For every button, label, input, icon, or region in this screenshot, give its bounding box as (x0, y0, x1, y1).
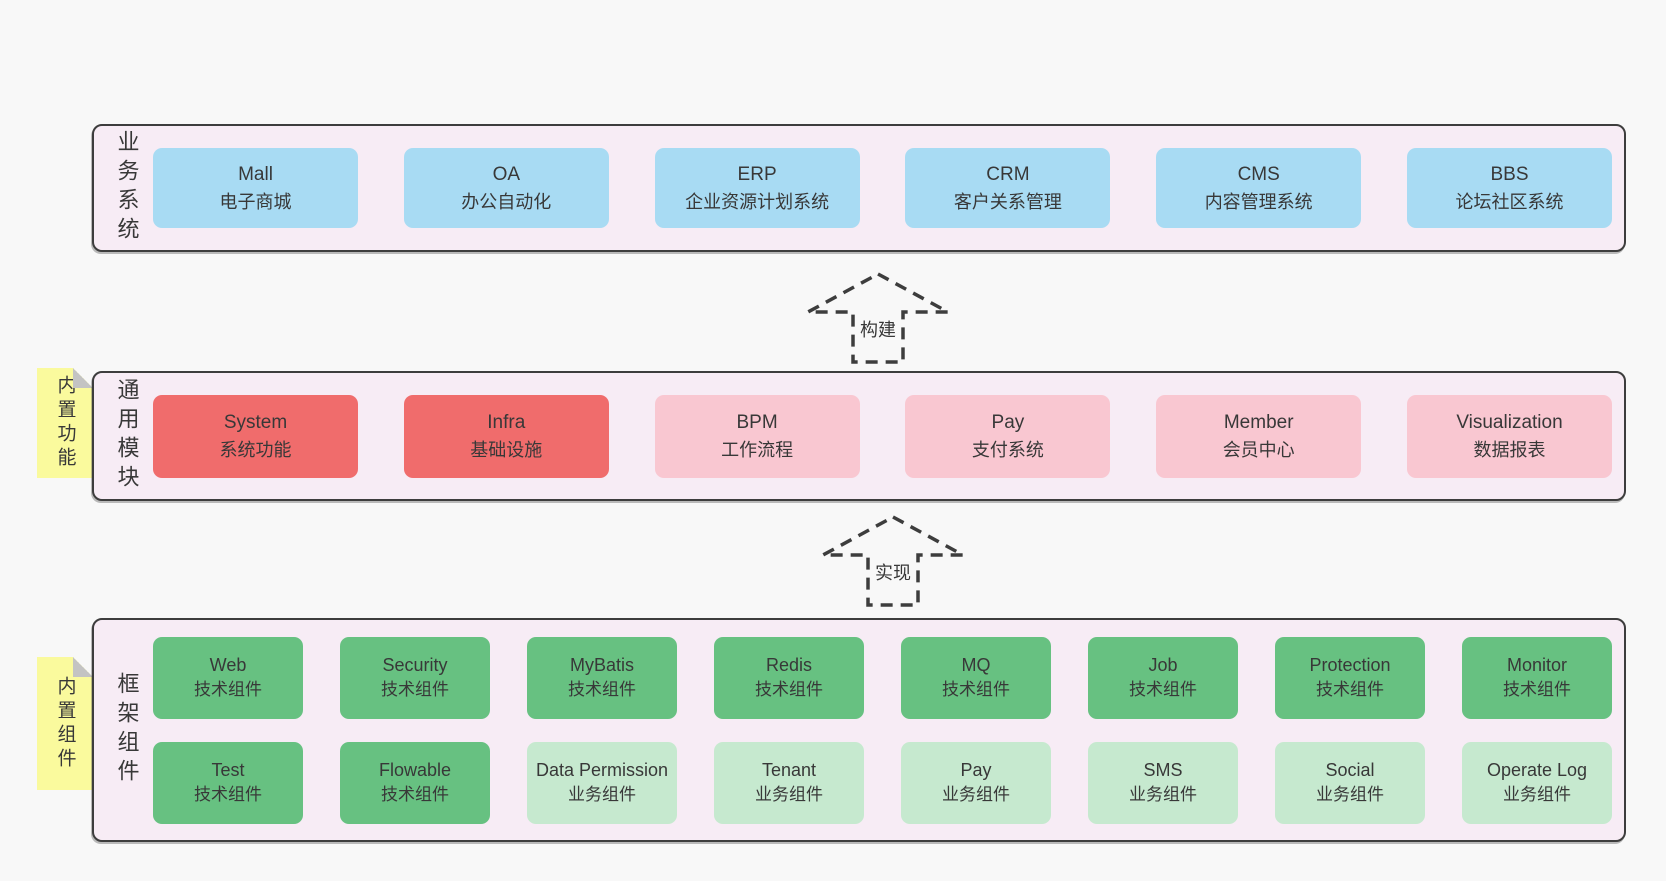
box-operate-log: Operate Log 业务组件 (1462, 741, 1612, 824)
panel-business-label: 业务系统 (114, 130, 140, 246)
box-web: Web 技术组件 (153, 636, 303, 719)
box-member: Member 会员中心 (1156, 394, 1362, 478)
box-oa: OA 办公自动化 (403, 148, 609, 228)
box-cms: CMS 内容管理系统 (1156, 148, 1362, 228)
sticky-functions-label: 内置功能 (54, 375, 76, 471)
panel-modules-label: 通用模块 (114, 378, 140, 494)
box-sms: SMS 业务组件 (1088, 741, 1238, 824)
box-infra: Infra 基础设施 (403, 394, 609, 478)
panel-components-label: 框架组件 (114, 672, 140, 788)
module-boxes: System 系统功能 Infra 基础设施 BPM 工作流程 Pay 支付系统… (153, 373, 1612, 499)
build-arrow: 构建 (803, 270, 953, 366)
component-rows: Web 技术组件 Security 技术组件 MyBatis 技术组件 Redi… (153, 620, 1612, 840)
box-security: Security 技术组件 (340, 636, 490, 719)
box-bpm: BPM 工作流程 (654, 394, 860, 478)
implement-arrow: 实现 (818, 513, 968, 609)
box-pay-module: Pay 支付系统 (905, 394, 1111, 478)
box-redis: Redis 技术组件 (714, 636, 864, 719)
box-flowable: Flowable 技术组件 (340, 741, 490, 824)
sticky-built-in-components: 内置组件 (37, 657, 93, 790)
box-data-permission: Data Permission 业务组件 (527, 741, 677, 824)
box-mq: MQ 技术组件 (901, 636, 1051, 719)
box-pay-component: Pay 业务组件 (901, 741, 1051, 824)
sticky-built-in-functions: 内置功能 (37, 368, 93, 478)
up-arrow-icon (807, 272, 949, 364)
box-monitor: Monitor 技术组件 (1462, 636, 1612, 719)
build-arrow-label: 构建 (857, 316, 899, 342)
panel-business-systems: 业务系统 Mall 电子商城 OA 办公自动化 ERP 企业资源计划系统 CRM… (92, 124, 1626, 252)
implement-arrow-label: 实现 (872, 559, 914, 585)
box-protection: Protection 技术组件 (1275, 636, 1425, 719)
box-visualization: Visualization 数据报表 (1406, 394, 1612, 478)
box-mybatis: MyBatis 技术组件 (527, 636, 677, 719)
sticky-components-label: 内置组件 (54, 675, 76, 772)
box-system: System 系统功能 (153, 394, 358, 478)
box-social: Social 业务组件 (1275, 741, 1425, 824)
box-mall: Mall 电子商城 (153, 148, 358, 228)
component-row-2: Test 技术组件 Flowable 技术组件 Data Permission … (153, 741, 1612, 824)
component-row-1: Web 技术组件 Security 技术组件 MyBatis 技术组件 Redi… (153, 636, 1612, 719)
panel-common-modules: 通用模块 System 系统功能 Infra 基础设施 BPM 工作流程 Pay… (92, 371, 1626, 501)
box-erp: ERP 企业资源计划系统 (654, 148, 860, 228)
business-boxes: Mall 电子商城 OA 办公自动化 ERP 企业资源计划系统 CRM 客户关系… (153, 126, 1612, 250)
box-tenant: Tenant 业务组件 (714, 741, 864, 824)
box-bbs: BBS 论坛社区系统 (1406, 148, 1612, 228)
panel-framework-components: 框架组件 Web 技术组件 Security 技术组件 MyBatis 技术组件… (92, 618, 1626, 842)
box-test: Test 技术组件 (153, 741, 303, 824)
box-job: Job 技术组件 (1088, 636, 1238, 719)
box-crm: CRM 客户关系管理 (905, 148, 1111, 228)
up-arrow-icon (822, 515, 964, 607)
